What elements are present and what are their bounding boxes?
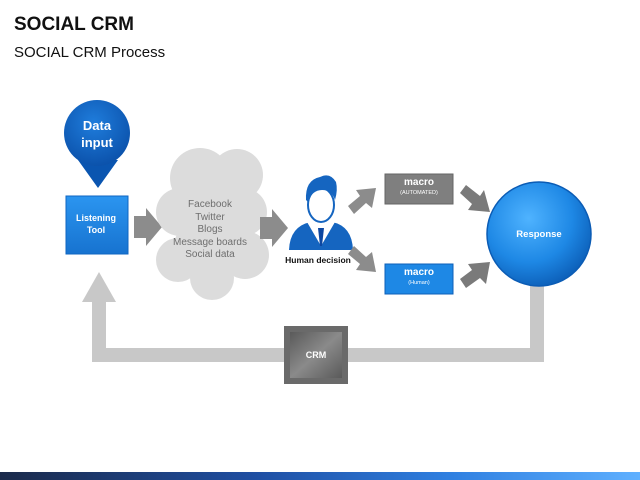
page-subtitle: SOCIAL CRM Process — [14, 44, 166, 61]
macro-automated-sub: (AUTOMATED) — [400, 190, 438, 196]
macro-human-title: macro — [403, 267, 434, 278]
social-cloud — [156, 148, 269, 300]
crm-box — [284, 326, 348, 384]
arrow-to-macro-human — [348, 246, 376, 272]
cloud-item: Message boards — [173, 236, 247, 248]
macro-human-sub: (Human) — [408, 280, 430, 286]
data-input-label: Data input — [81, 118, 113, 150]
arrow-to-macro-automated — [348, 188, 376, 214]
macro-automated-label: macro (AUTOMATED) — [385, 177, 453, 197]
page-title: SOCIAL CRM — [14, 14, 134, 35]
person-icon — [289, 175, 353, 250]
response-label: Response — [516, 229, 562, 240]
listening-tool-label: Listening Tool — [76, 213, 116, 235]
footer-bar — [0, 472, 640, 480]
arrow-macro-human-to-response — [460, 262, 490, 288]
human-decision-label: Human decision — [285, 255, 351, 265]
crm-label: CRM — [305, 350, 327, 360]
arrow-to-cloud — [134, 208, 162, 246]
cloud-item: Social data — [185, 249, 235, 260]
macro-automated-title: macro — [403, 177, 434, 188]
cloud-item: Blogs — [197, 224, 223, 235]
macro-automated-box — [384, 173, 454, 205]
response-circle — [486, 181, 592, 287]
cloud-item: Facebook — [188, 199, 232, 210]
cloud-item-list: Facebook Twitter Blogs Message boards So… — [160, 199, 260, 262]
listening-tool-box — [65, 195, 129, 255]
macro-human-label: macro (Human) — [385, 267, 453, 287]
arrow-macro-automated-to-response — [460, 185, 490, 212]
cloud-item: Twitter — [195, 211, 225, 223]
data-input-node — [64, 100, 130, 188]
arrow-to-person — [260, 209, 288, 247]
macro-human-box — [384, 263, 454, 295]
